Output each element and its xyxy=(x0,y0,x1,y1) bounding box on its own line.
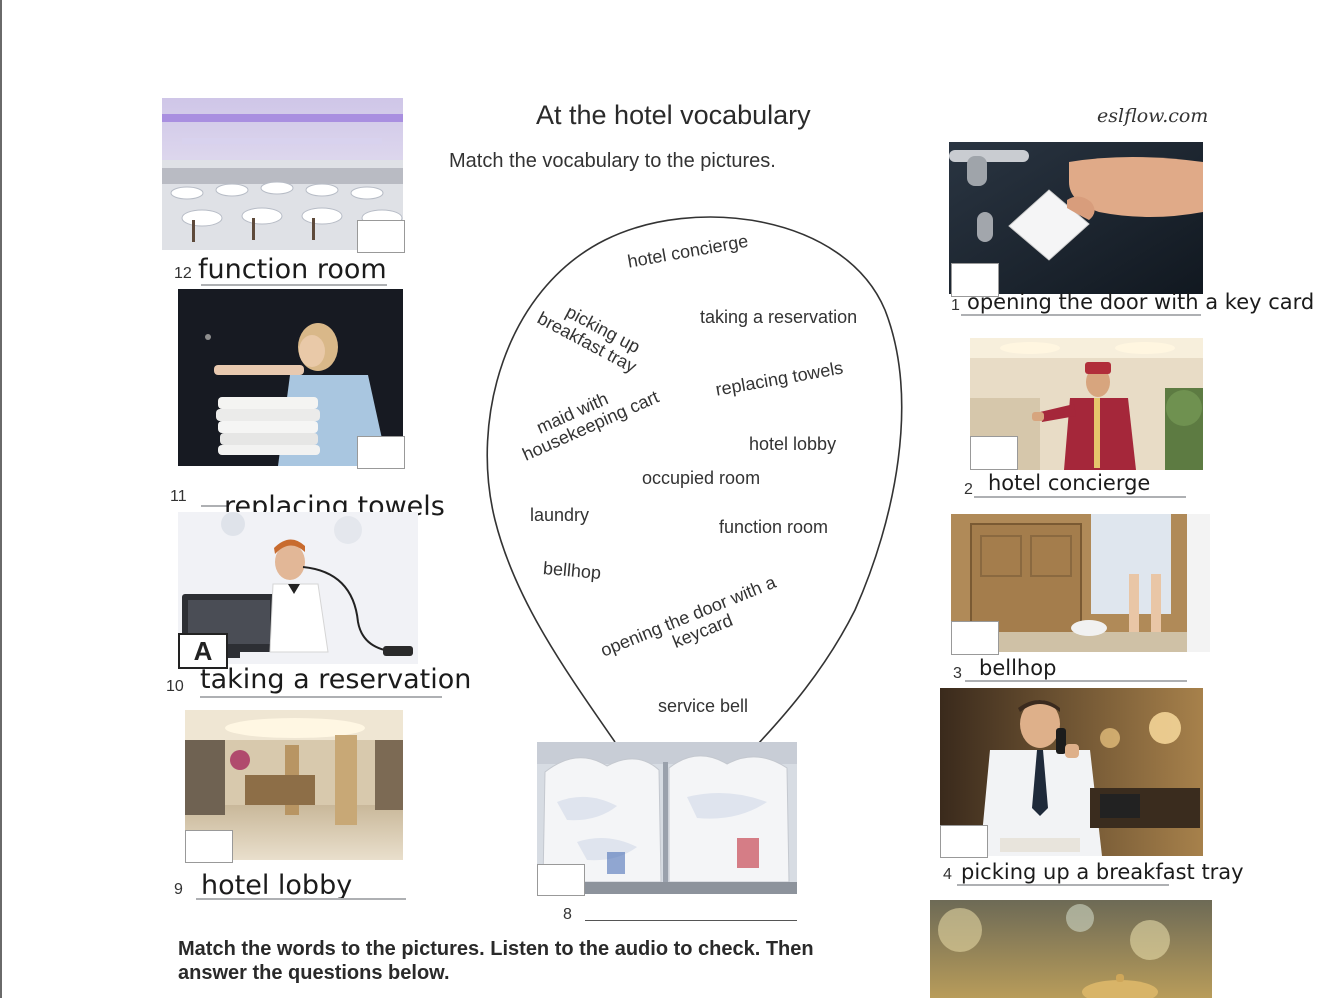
answer-box-11[interactable] xyxy=(357,436,405,469)
answer-line-8 xyxy=(585,920,797,921)
answer-box-1[interactable] xyxy=(951,263,999,297)
photo-picking-up-breakfast-tray xyxy=(940,688,1203,856)
item-number-1: 1 xyxy=(951,297,960,314)
item-number-10: 10 xyxy=(166,678,184,695)
word-function-room: function room xyxy=(719,517,829,537)
handwritten-answer-2: hotel concierge xyxy=(988,471,1151,495)
handwritten-answer-10: taking a reservation xyxy=(200,664,472,695)
item-number-12: 12 xyxy=(174,265,192,282)
word-taking-reservation: taking a reservation xyxy=(700,307,858,327)
answer-box-10[interactable]: A xyxy=(178,633,228,669)
item-number-11: 11 xyxy=(170,488,187,505)
item-number-2: 2 xyxy=(964,481,973,498)
handwritten-answer-3: bellhop xyxy=(979,656,1057,680)
answer-line-1 xyxy=(961,314,1201,316)
photo-service-bell xyxy=(930,900,1212,998)
answer-line-10 xyxy=(200,696,442,698)
word-service-bell: service bell xyxy=(658,696,749,716)
answer-line-11 xyxy=(201,505,227,507)
item-number-9: 9 xyxy=(174,881,183,898)
photo-function-room xyxy=(162,98,403,250)
answer-box-9[interactable] xyxy=(185,830,233,863)
word-laundry: laundry xyxy=(530,505,590,525)
answer-line-2 xyxy=(974,496,1186,498)
item-number-4: 4 xyxy=(943,866,952,883)
brand-logo: eslflow.com xyxy=(1097,105,1209,127)
footer-instruction-line2: answer the questions below. xyxy=(178,962,450,984)
item-number-8: 8 xyxy=(563,906,572,923)
answer-box-2[interactable] xyxy=(970,436,1018,470)
answer-line-3 xyxy=(965,680,1187,682)
answer-box-3[interactable] xyxy=(951,621,999,655)
handwritten-answer-4: picking up a breakfast tray xyxy=(961,860,1244,884)
answer-box-4[interactable] xyxy=(940,825,988,858)
handwritten-answer-12: function room xyxy=(198,254,387,285)
item-number-3: 3 xyxy=(953,665,962,682)
worksheet-title: At the hotel vocabulary xyxy=(536,100,811,130)
answer-box-12[interactable] xyxy=(357,220,405,253)
photo-laundry xyxy=(537,742,797,894)
word-balloon-outline xyxy=(486,216,903,746)
answer-line-12 xyxy=(201,284,387,286)
answer-box-8[interactable] xyxy=(537,864,585,896)
word-occupied-room: occupied room xyxy=(642,468,761,488)
worksheet-instruction: Match the vocabulary to the pictures. xyxy=(449,150,776,172)
answer-line-4 xyxy=(957,884,1169,886)
page-edge-rule xyxy=(0,0,2,998)
handwritten-answer-1: opening the door with a key card xyxy=(967,290,1315,314)
word-hotel-lobby: hotel lobby xyxy=(749,434,837,454)
handwritten-answer-9: hotel lobby xyxy=(201,870,353,901)
answer-line-9 xyxy=(196,898,406,900)
footer-instruction-line1: Match the words to the pictures. Listen … xyxy=(178,938,814,960)
